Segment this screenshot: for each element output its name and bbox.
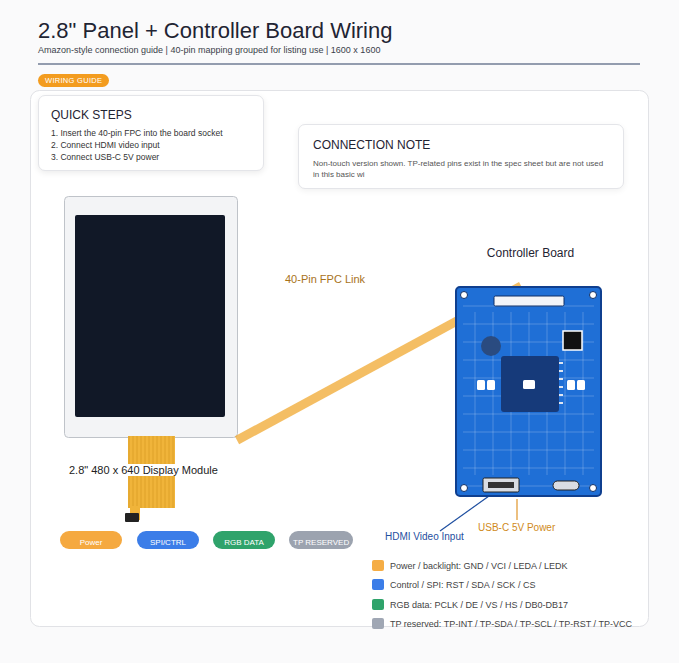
legend-text: TP reserved: TP-INT / TP-SDA / TP-SCL / … <box>390 619 632 629</box>
port-label: USB-C 5V Power <box>478 522 555 533</box>
board-illustration <box>457 288 600 495</box>
node-heading: CONNECTION NOTE <box>313 138 609 152</box>
chip-pin <box>559 394 563 396</box>
hdmi-port-slot <box>488 482 514 488</box>
legend-text: RGB DATA <box>224 538 264 547</box>
main-panel <box>31 91 649 627</box>
chip-mark <box>523 380 535 389</box>
legend-text: RGB data: PCLK / DE / VS / HS / DB0-DB17 <box>390 600 568 610</box>
port-label: HDMI Video Input <box>385 531 464 542</box>
display-module: 2.8" 480 x 640 Display Module <box>64 196 237 480</box>
chip-pin <box>559 370 563 372</box>
legend-row: Control / SPI: RST / SDA / SCK / CS <box>372 575 535 587</box>
smd-pad <box>487 380 495 390</box>
display-screen <box>75 215 225 417</box>
node-text: 1. Insert the 40-pin FPC into the board … <box>51 127 251 139</box>
smd-pad <box>577 380 585 390</box>
board-trace <box>463 432 594 433</box>
display-frame <box>65 197 238 438</box>
node-heading: Controller Board <box>417 246 644 260</box>
fpc-connector <box>125 513 139 522</box>
legend-text: SPI/CTRL <box>150 538 186 547</box>
board-trace <box>463 324 594 325</box>
mount-hole <box>590 485 597 492</box>
legend-row: Power / backlight: GND / VCI / LEDA / LE… <box>372 556 568 568</box>
legend-row: RGB data: PCLK / DE / VS / HS / DB0-DB17 <box>372 595 568 607</box>
node-text: Non-touch version shown. TP-related pins… <box>313 158 609 180</box>
hdmi-port <box>483 478 519 492</box>
usb-leader <box>516 499 517 520</box>
legend-swatch <box>372 579 384 590</box>
info-card: CONNECTION NOTE Non-touch version shown. … <box>298 124 624 189</box>
legend-pill: TP RESERVED <box>289 531 353 549</box>
legend-pill: SPI/CTRL <box>137 531 199 549</box>
legend-pill: Power <box>60 531 122 549</box>
fpc-socket <box>494 296 564 306</box>
board-trace <box>475 312 476 475</box>
chip-pin <box>559 386 563 388</box>
link-label: 40-Pin FPC Link <box>283 273 367 285</box>
main-chip <box>501 356 559 412</box>
board-component <box>563 331 582 350</box>
chip-pin <box>559 402 563 404</box>
node-text: 3. Connect USB-C 5V power <box>51 151 251 163</box>
tag-pill: WIRING GUIDE <box>38 74 109 87</box>
title-rule <box>38 64 640 65</box>
node-heading: WIRING GUIDE <box>45 76 102 85</box>
page-title: 2.8" Panel + Controller Board Wiring <box>38 18 392 44</box>
mount-hole <box>461 485 468 492</box>
chip-pin <box>559 378 563 380</box>
board-trace <box>463 450 594 451</box>
controller-board: Controller Board <box>455 286 602 497</box>
board-component <box>481 336 501 356</box>
legend-text: Control / SPI: RST / SDA / SCK / CS <box>390 580 535 590</box>
legend-text: TP RESERVED <box>293 538 349 547</box>
board-trace <box>463 468 594 469</box>
mount-hole <box>590 292 597 299</box>
node-heading: 2.8" 480 x 640 Display Module <box>67 464 220 476</box>
node-heading: QUICK STEPS <box>51 108 251 122</box>
chip-pin <box>559 362 563 364</box>
smd-pad <box>477 380 485 390</box>
mount-hole <box>461 292 468 299</box>
legend-swatch <box>372 560 384 571</box>
legend-swatch <box>372 618 384 629</box>
board-trace <box>463 414 594 415</box>
legend-swatch <box>372 599 384 610</box>
usb-c-port <box>553 481 579 490</box>
display-illustration <box>65 197 238 523</box>
info-card: QUICK STEPS 1. Insert the 40-pin FPC into… <box>38 95 264 171</box>
node-text: 2. Connect HDMI video input <box>51 139 251 151</box>
legend-text: Power / backlight: GND / VCI / LEDA / LE… <box>390 561 568 571</box>
legend-text: Power <box>80 538 103 547</box>
legend-row: TP reserved: TP-INT / TP-SDA / TP-SCL / … <box>372 614 632 626</box>
smd-pad <box>567 380 575 390</box>
subtitle: Amazon-style connection guide | 40-pin m… <box>38 45 380 55</box>
legend-pill: RGB DATA <box>213 531 275 549</box>
